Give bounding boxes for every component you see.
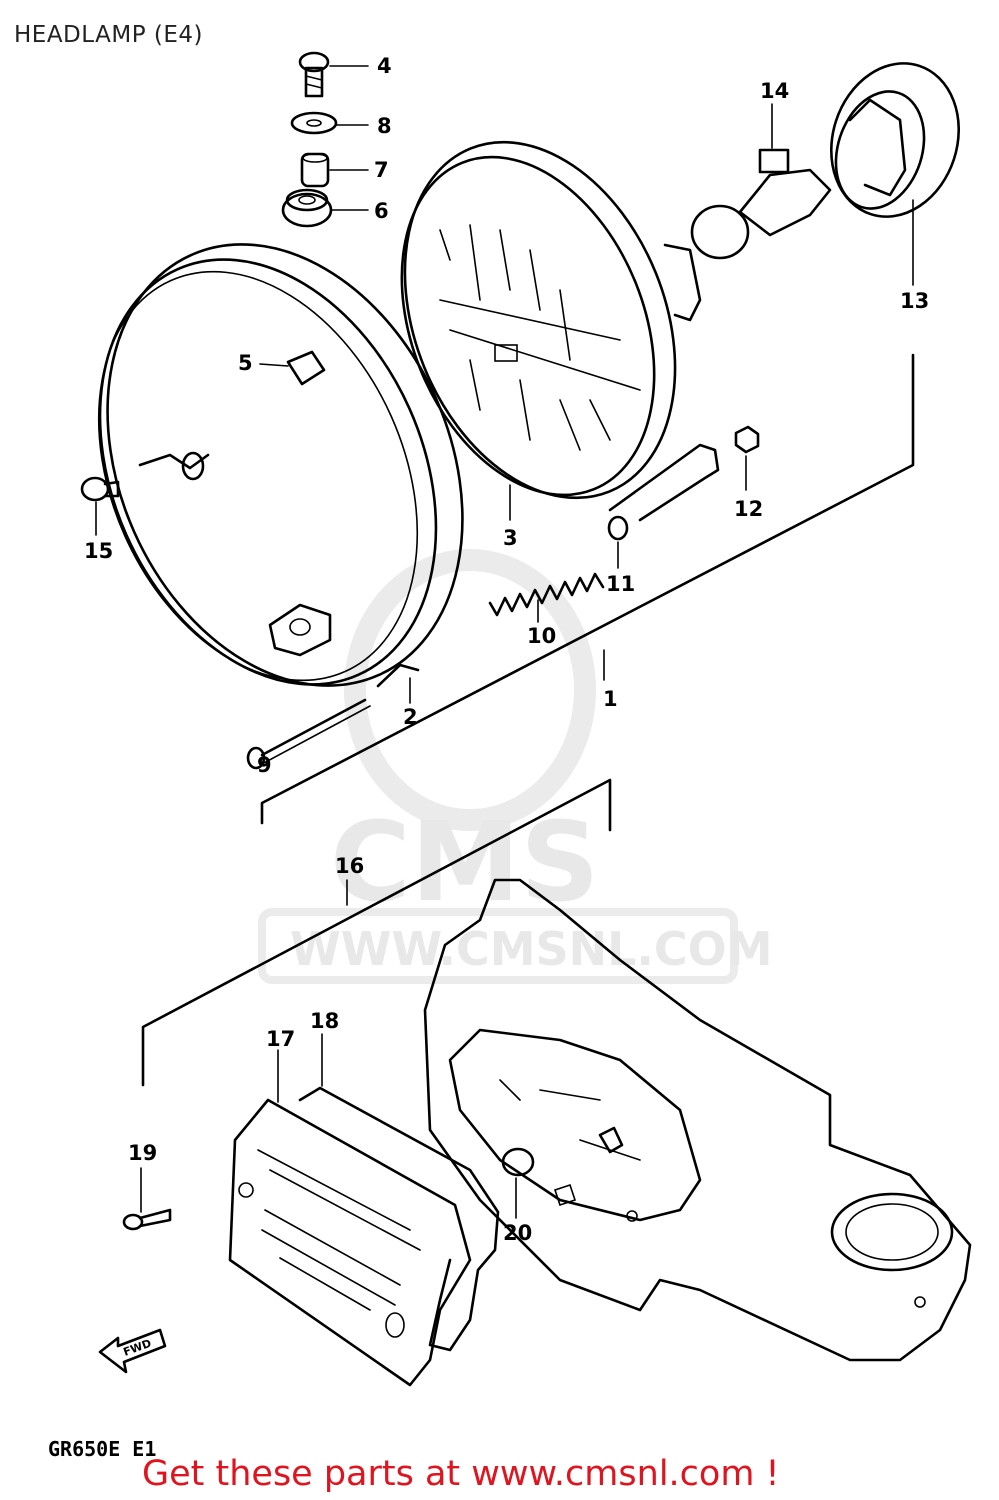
watermark: CMS WWW.CMSNL.COM: [258, 549, 773, 984]
part-15-screw: [80, 476, 120, 536]
part-17-lens: [228, 1049, 472, 1387]
part-4-screw: [298, 51, 369, 98]
callout-14: 14: [760, 79, 789, 103]
assembly-bracket-16: [141, 778, 612, 1087]
part-20-bulb: [501, 1147, 535, 1219]
part-16-cowl: [423, 878, 972, 1362]
callout-18: 18: [310, 1009, 339, 1033]
part-3-sealed-beam-unit: [400, 140, 720, 522]
watermark-url: WWW.CMSNL.COM: [290, 922, 773, 976]
part-11-washer: [607, 515, 629, 569]
callout-1: 1: [603, 687, 618, 711]
callout-7: 7: [374, 158, 389, 182]
part-9-adjusting-screw: [246, 698, 371, 770]
callout-5: 5: [238, 351, 253, 375]
callout-10: 10: [527, 624, 556, 648]
diagram-title: HEADLAMP (E4): [14, 22, 203, 48]
part-10-spring: [488, 572, 605, 623]
callout-2: 2: [403, 705, 418, 729]
callout-8: 8: [377, 114, 392, 138]
part-14-bulb: [690, 103, 832, 260]
fwd-arrow: FWD: [98, 1328, 167, 1374]
part-5-badge: [259, 350, 326, 386]
callout-4: 4: [377, 54, 392, 78]
part-6-grommet: [281, 188, 369, 228]
assembly-bracket-1: [260, 353, 915, 825]
callout-15: 15: [84, 539, 113, 563]
part-12-nut: [734, 425, 760, 491]
callout-9: 9: [257, 753, 272, 777]
callout-19: 19: [128, 1141, 157, 1165]
callout-17: 17: [266, 1027, 295, 1051]
part-2-headlamp-housing: [97, 243, 464, 704]
model-code: GR650E E1: [48, 1437, 157, 1461]
callout-20: 20: [503, 1221, 532, 1245]
callout-11: 11: [606, 572, 635, 596]
callout-16: 16: [335, 854, 364, 878]
part-8-washer: [290, 111, 369, 135]
callout-6: 6: [374, 199, 389, 223]
part-19-screw: [122, 1167, 172, 1231]
part-18-gasket: [298, 1033, 500, 1352]
part-7-collar: [300, 152, 369, 188]
callout-13: 13: [900, 289, 929, 313]
footer-cta-link[interactable]: Get these parts at www.cmsnl.com !: [142, 1454, 780, 1494]
callout-3: 3: [503, 526, 518, 550]
callout-12: 12: [734, 497, 763, 521]
callout-labels: 1 2 3 4 5 6 7 8 9 10 11 12 13 14 15 16 1…: [84, 54, 929, 1245]
part-13-socket-cover: [829, 62, 961, 286]
